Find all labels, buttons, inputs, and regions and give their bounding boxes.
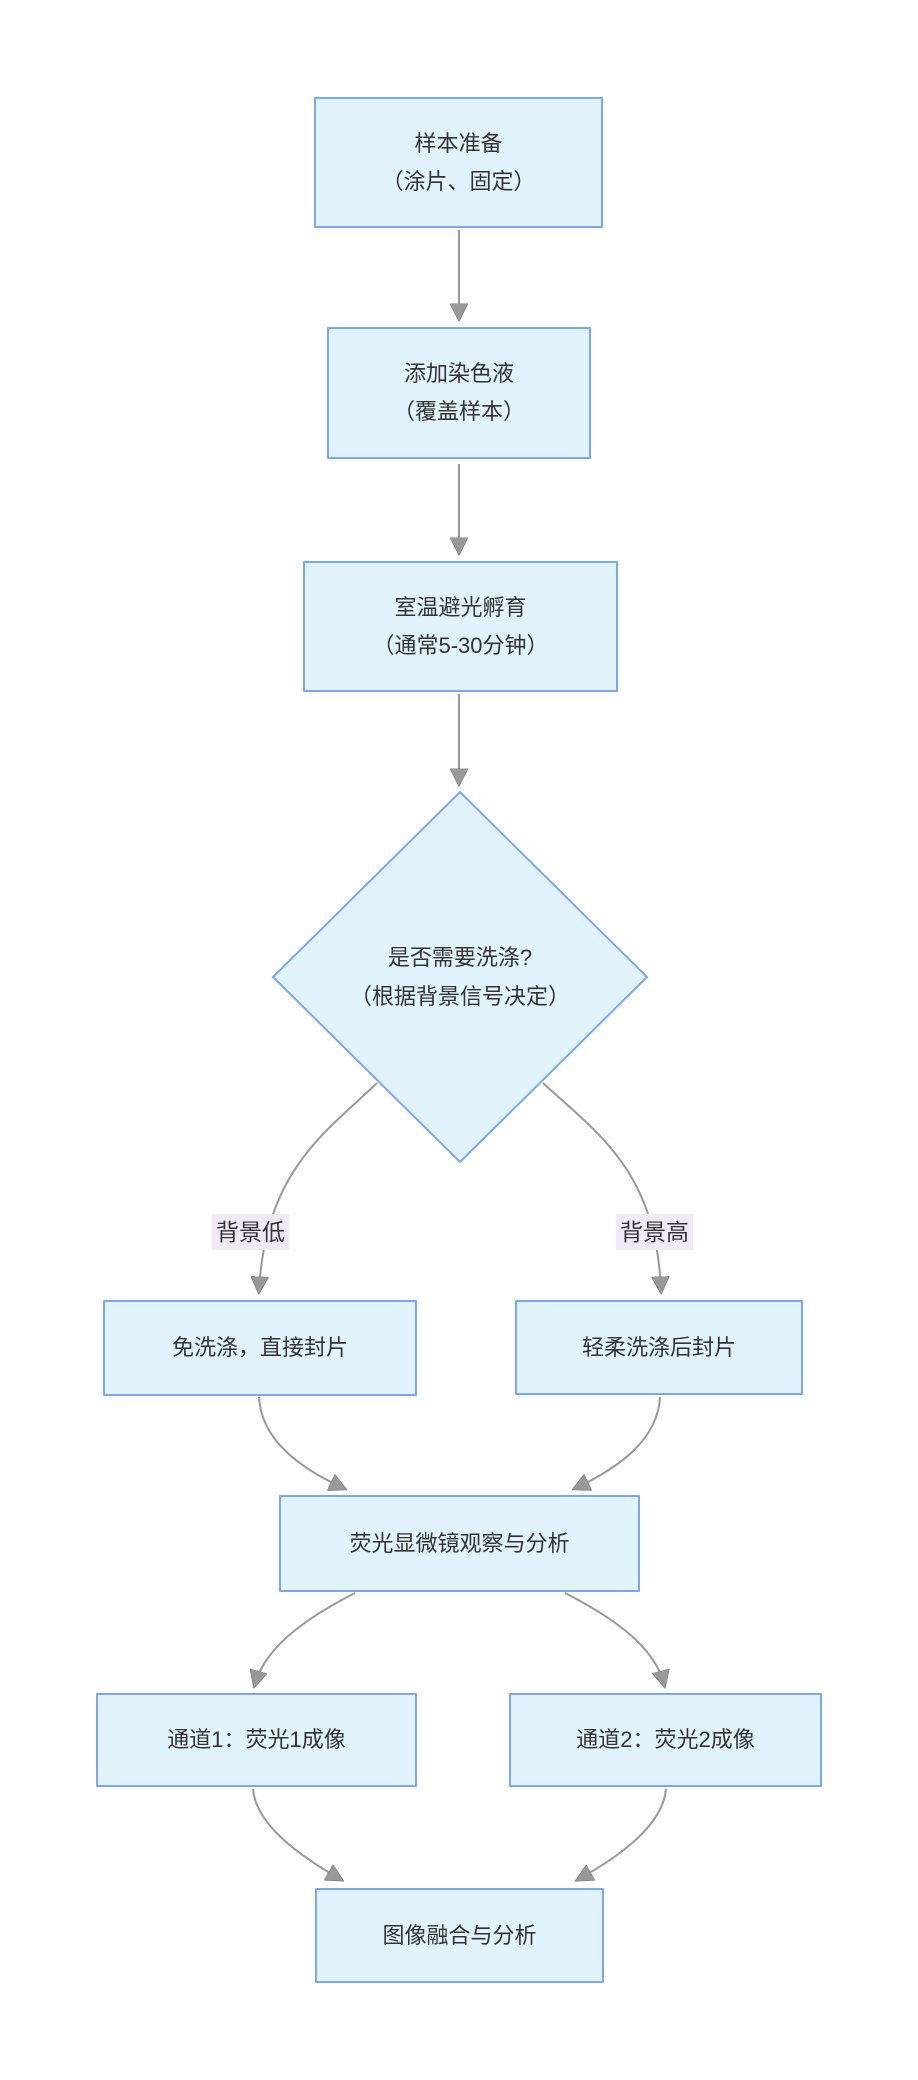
edge-nowash-to-microscopy xyxy=(258,1396,343,1488)
edge-label-low-background: 背景低 xyxy=(212,1214,289,1250)
node-sample-prep-line1: 样本准备 xyxy=(414,130,503,156)
node-channel2-line1: 通道2：荧光2成像 xyxy=(576,1727,755,1752)
node-channel1-line1: 通道1：荧光1成像 xyxy=(167,1727,346,1752)
decision-diamond-shape xyxy=(271,790,649,1164)
node-channel1: 通道1：荧光1成像 xyxy=(96,1693,417,1787)
node-microscopy-line1: 荧光显微镜观察与分析 xyxy=(349,1530,570,1556)
node-sample-prep-line2: （涂片、固定） xyxy=(381,168,536,194)
node-image-merge-line1: 图像融合与分析 xyxy=(382,1922,537,1948)
node-wash-decision: 是否需要洗涤? （根据背景信号决定） xyxy=(273,907,647,1047)
node-sample-prep: 样本准备 （涂片、固定） xyxy=(314,97,603,228)
edge-wash-to-microscopy xyxy=(576,1396,661,1488)
node-gentle-wash: 轻柔洗涤后封片 xyxy=(515,1300,803,1395)
edge-label-high-background: 背景高 xyxy=(616,1214,693,1250)
node-wash-decision-line1: 是否需要洗涤? xyxy=(387,945,533,970)
node-channel2: 通道2：荧光2成像 xyxy=(509,1693,822,1787)
node-no-wash-line1: 免洗涤，直接封片 xyxy=(171,1335,348,1360)
edge-microscopy-to-channel2 xyxy=(564,1592,664,1684)
edge-channel2-to-merge xyxy=(579,1788,667,1879)
node-image-merge: 图像融合与分析 xyxy=(315,1888,604,1983)
edge-decision-to-nowash xyxy=(259,1082,378,1290)
node-gentle-wash-line1: 轻柔洗涤后封片 xyxy=(581,1334,736,1360)
edge-decision-to-wash xyxy=(542,1082,661,1290)
edge-microscopy-to-channel1 xyxy=(255,1592,356,1684)
node-add-stain: 添加染色液 （覆盖样本） xyxy=(327,327,591,459)
node-wash-decision-line2: （根据背景信号决定） xyxy=(349,984,570,1009)
node-incubate: 室温避光孵育 （通常5-30分钟） xyxy=(303,561,618,692)
node-incubate-line2: （通常5-30分钟） xyxy=(372,632,549,658)
edge-channel1-to-merge xyxy=(252,1788,340,1879)
node-add-stain-line2: （覆盖样本） xyxy=(392,399,525,424)
node-no-wash: 免洗涤，直接封片 xyxy=(103,1300,417,1396)
node-add-stain-line1: 添加染色液 xyxy=(403,361,514,386)
node-microscopy: 荧光显微镜观察与分析 xyxy=(279,1495,640,1592)
node-incubate-line1: 室温避光孵育 xyxy=(394,594,527,620)
